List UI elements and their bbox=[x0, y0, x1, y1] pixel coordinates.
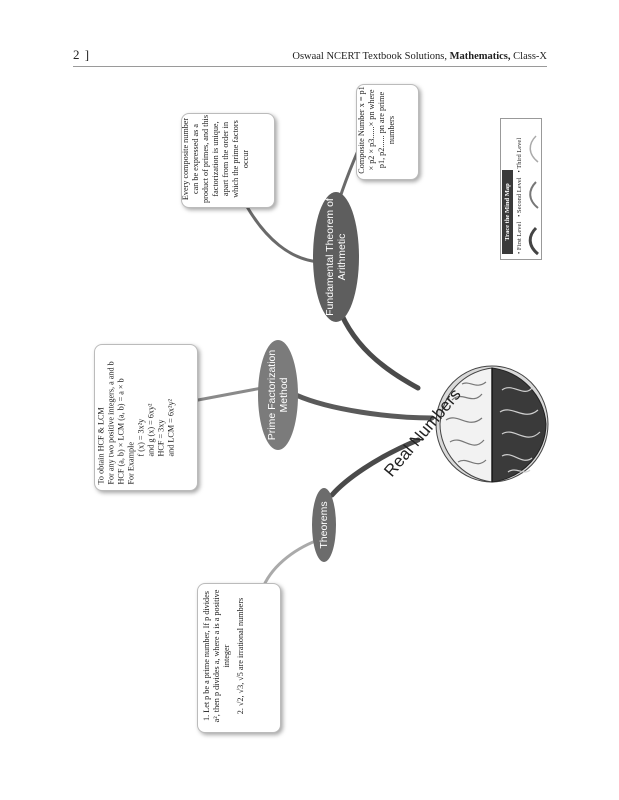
header-title-prefix: Oswaal NCERT Textbook Solutions, bbox=[292, 51, 450, 62]
theorem-1: 1. Let p be a prime number, If p divides… bbox=[202, 589, 231, 723]
box-fta-unique-factorization bbox=[181, 113, 275, 208]
box-theorems-content: 1. Let p be a prime number, If p divides… bbox=[196, 584, 280, 728]
box-composite-number bbox=[356, 84, 419, 180]
theorem-2: 2. √2, √3, √5 are irrational numbers bbox=[236, 597, 245, 715]
node-fundamental-theorem bbox=[313, 192, 359, 322]
hcf-line-6: and g (x) = 6xy² bbox=[146, 403, 156, 457]
box-composite-number-text: Composite Number x = p1 × p2 × p3......×… bbox=[357, 86, 396, 174]
hcf-line-3: HCF (a, b) × LCM (a, b) = a × b bbox=[116, 378, 126, 485]
hcf-line-4: For Example bbox=[126, 441, 136, 485]
box-fta-unique-factorization-text: Every composite number can be expressed … bbox=[181, 115, 250, 203]
node-fundamental-theorem-label: Fundamental Theorem of Arithmetic bbox=[324, 198, 348, 316]
page-number: 2 ] bbox=[73, 47, 91, 62]
legend-levels: • First Level • Second Level • Third Lev… bbox=[516, 137, 523, 254]
hcf-line-8: and LCM = 6x²y² bbox=[166, 398, 176, 457]
box-hcf-lcm bbox=[94, 344, 198, 491]
node-prime-factorization-label: Prime Factorization Method bbox=[266, 349, 290, 441]
box-theorems bbox=[197, 583, 281, 733]
running-header: Oswaal NCERT Textbook Solutions, Mathema… bbox=[292, 51, 547, 62]
connector-brain-pfm bbox=[293, 392, 435, 421]
node-prime-factorization bbox=[258, 340, 298, 450]
header-title-bold: Mathematics, bbox=[449, 51, 511, 62]
hcf-line-5: f (x) = 3x²y bbox=[136, 418, 146, 457]
header-rule bbox=[73, 66, 547, 67]
connector-fta-every bbox=[244, 203, 322, 264]
hcf-line-2: For any two positive integers, a and b bbox=[106, 361, 116, 485]
box-hcf-lcm-content: To obtain HCF & LCM For any two positive… bbox=[95, 344, 195, 489]
connector-pfm-box bbox=[196, 386, 264, 402]
brain-illustration bbox=[435, 365, 549, 483]
legend-level-strokes bbox=[528, 135, 539, 256]
legend-trace-mind-map: Trace the Mind Map • First Level • Secon… bbox=[500, 118, 542, 260]
connector-brain-theorems bbox=[329, 437, 421, 498]
legend-level-3: Third Level bbox=[516, 137, 523, 169]
legend-title: Trace the Mind Map bbox=[502, 170, 513, 254]
legend-level-1: First Level bbox=[516, 221, 523, 251]
node-theorems bbox=[312, 488, 336, 562]
node-theorems-label: Theorems bbox=[318, 501, 330, 549]
hcf-line-7: HCF = 3xy bbox=[156, 419, 166, 457]
hcf-line-1: To obtain HCF & LCM bbox=[96, 407, 106, 485]
header-title-suffix: Class-X bbox=[510, 51, 547, 62]
legend-level-2: Second Level bbox=[516, 177, 523, 213]
